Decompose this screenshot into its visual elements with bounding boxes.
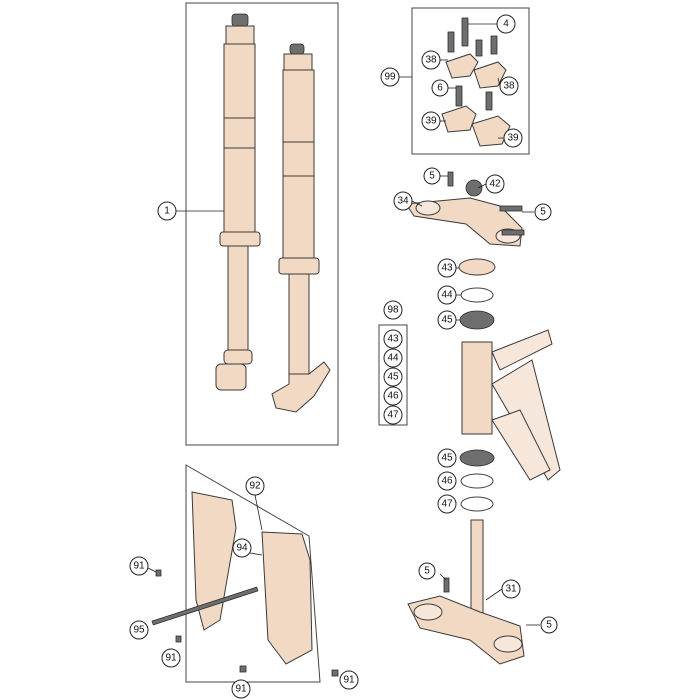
callout-38-top[interactable]: 38 [421,50,441,70]
svg-text:47: 47 [387,410,399,421]
svg-text:5: 5 [429,171,435,182]
callout-38-right[interactable]: 38 [499,76,519,96]
svg-text:4: 4 [503,19,509,30]
callout-34[interactable]: 34 [393,191,413,211]
lower-bearing [459,449,495,467]
svg-text:95: 95 [133,625,145,636]
fork-assembly-frame [185,2,339,446]
kit-item-47[interactable]: 47 [383,405,403,425]
clamp-kit-parts [441,17,511,147]
callout-46[interactable]: 46 [437,471,457,491]
kit-item-44[interactable]: 44 [383,348,403,368]
lower-triple-clamp [407,519,525,665]
svg-text:39: 39 [507,133,519,144]
svg-text:44: 44 [441,290,453,301]
upper-triple-clamp [405,171,525,247]
left-fork-leg [215,13,261,391]
bearing-kit-frame [378,324,408,426]
kit-item-46[interactable]: 46 [383,386,403,406]
frame-head-section [461,329,561,481]
callout-5-upper-left[interactable]: 5 [423,167,441,185]
callout-4[interactable]: 4 [496,14,516,34]
svg-text:43: 43 [441,263,453,274]
leader-91a [147,567,157,573]
callout-1[interactable]: 1 [157,201,177,221]
kit-item-45[interactable]: 45 [383,367,403,387]
svg-text:42: 42 [489,179,501,190]
leader-34 [411,200,423,207]
leader-92 [254,494,263,531]
clamp-kit-frame [411,7,530,155]
callout-45-lower[interactable]: 45 [437,448,457,468]
leader-94 [249,552,263,556]
callout-43[interactable]: 43 [437,258,457,278]
svg-text:46: 46 [387,391,399,402]
svg-text:5: 5 [546,620,552,631]
svg-text:99: 99 [384,72,396,83]
svg-text:45: 45 [387,372,399,383]
svg-text:1: 1 [164,206,170,217]
svg-text:45: 45 [441,315,453,326]
callout-5-upper-right[interactable]: 5 [534,203,552,221]
svg-text:43: 43 [387,334,399,345]
callout-91-bottom[interactable]: 91 [231,679,251,699]
svg-text:91: 91 [133,561,145,572]
svg-text:91: 91 [343,675,355,686]
callout-92[interactable]: 92 [245,476,265,496]
svg-text:47: 47 [441,499,453,510]
svg-text:92: 92 [249,481,261,492]
callout-6[interactable]: 6 [431,79,449,97]
fork-guards [151,491,339,677]
svg-text:39: 39 [425,116,437,127]
callout-91-right[interactable]: 91 [339,670,359,690]
lower-ring [460,496,494,512]
callout-91-mid[interactable]: 91 [161,648,181,668]
svg-text:46: 46 [441,476,453,487]
leader-5c [439,573,447,581]
seal-ring [460,287,494,303]
callout-99[interactable]: 99 [380,67,400,87]
svg-text:91: 91 [235,684,247,695]
leader-31 [485,588,503,601]
callout-5-lower-right[interactable]: 5 [540,616,558,634]
bearing [459,310,495,330]
lower-seal [460,473,494,489]
callout-44[interactable]: 44 [437,285,457,305]
bearing-cover [458,258,496,276]
svg-text:5: 5 [424,566,430,577]
callout-98[interactable]: 98 [383,300,403,320]
svg-text:44: 44 [387,353,399,364]
kit-item-43[interactable]: 43 [383,329,403,349]
callout-39-right[interactable]: 39 [503,128,523,148]
callout-42[interactable]: 42 [485,174,505,194]
svg-text:5: 5 [540,207,546,218]
svg-text:94: 94 [236,543,248,554]
svg-text:34: 34 [397,196,409,207]
callout-47[interactable]: 47 [437,494,457,514]
svg-text:45: 45 [441,453,453,464]
leader-42 [477,183,487,189]
callout-39-left[interactable]: 39 [421,111,441,131]
callout-5-lower-left[interactable]: 5 [418,562,436,580]
svg-text:91: 91 [165,653,177,664]
callout-95[interactable]: 95 [129,620,149,640]
svg-text:31: 31 [505,584,517,595]
svg-text:6: 6 [437,83,443,94]
svg-text:38: 38 [425,55,437,66]
right-fork-leg [271,43,331,413]
callout-91-left[interactable]: 91 [129,556,149,576]
svg-text:38: 38 [503,81,515,92]
callout-45[interactable]: 45 [437,310,457,330]
callout-31[interactable]: 31 [501,579,521,599]
svg-text:98: 98 [387,305,399,316]
callout-94[interactable]: 94 [232,538,252,558]
